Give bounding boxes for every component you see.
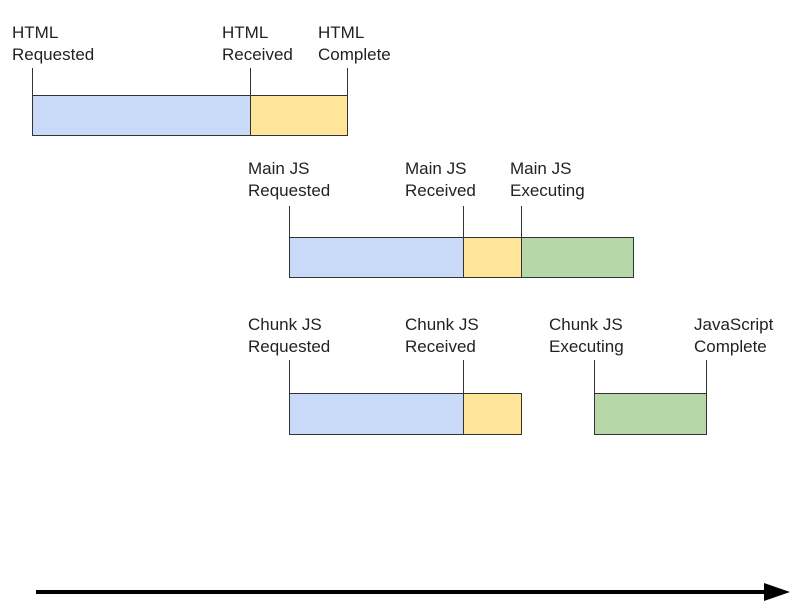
tick-main-js-received [463, 206, 464, 238]
label-html-received: HTML Received [222, 23, 293, 64]
label-chunk-js-received: Chunk JS Received [405, 315, 479, 356]
tick-main-js-executing [521, 206, 522, 238]
bar-main-js-received [463, 237, 522, 278]
bar-main-js-requested [289, 237, 464, 278]
tick-main-js-requested [289, 206, 290, 238]
label-main-js-requested: Main JS Requested [248, 159, 331, 200]
label-chunk-js-executing: Chunk JS Executing [549, 315, 624, 356]
bar-chunk-js-executing [594, 393, 707, 435]
bar-html-received [250, 95, 348, 136]
tick-html-received [250, 68, 251, 96]
tick-chunk-js-requested [289, 360, 290, 394]
label-chunk-js-requested: Chunk JS Requested [248, 315, 331, 356]
tick-javascript-complete [706, 360, 707, 394]
tick-html-requested [32, 68, 33, 96]
time-arrow-head [764, 583, 790, 601]
tick-html-complete [347, 68, 348, 96]
bar-chunk-js-requested [289, 393, 464, 435]
bar-main-js-executing [521, 237, 634, 278]
label-html-requested: HTML Requested [12, 23, 95, 64]
bar-html-requested [32, 95, 251, 136]
label-html-complete: HTML Complete [318, 23, 391, 64]
label-main-js-received: Main JS Received [405, 159, 476, 200]
label-main-js-executing: Main JS Executing [510, 159, 585, 200]
label-javascript-complete: JavaScript Complete [694, 315, 774, 356]
tick-chunk-js-received [463, 360, 464, 394]
bar-chunk-js-received [463, 393, 522, 435]
tick-chunk-js-executing [594, 360, 595, 394]
